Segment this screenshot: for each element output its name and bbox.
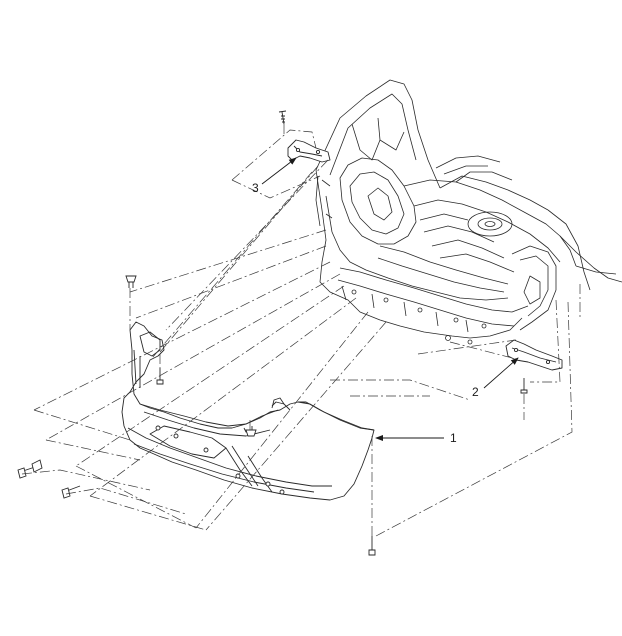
bracket-2-bolt — [520, 378, 528, 394]
rear-bumper-cover — [121, 321, 375, 501]
left-side-screw — [17, 459, 43, 479]
callout-leaders — [261, 157, 519, 441]
bracket-2 — [505, 339, 563, 371]
bottom-screw — [368, 536, 376, 556]
callout-label-2: 2 — [472, 385, 479, 399]
vehicle-rear-body — [315, 79, 622, 345]
callout-label-3: 3 — [252, 181, 259, 195]
callout-label-1: 1 — [450, 431, 457, 445]
upper-screw — [156, 368, 164, 385]
lower-left-screw — [61, 485, 81, 499]
center-clip — [245, 429, 257, 437]
top-clip — [125, 275, 137, 288]
assembly-guide-lines — [21, 124, 581, 537]
bracket-3 — [287, 139, 331, 163]
bracket-3-bolt — [278, 110, 287, 125]
